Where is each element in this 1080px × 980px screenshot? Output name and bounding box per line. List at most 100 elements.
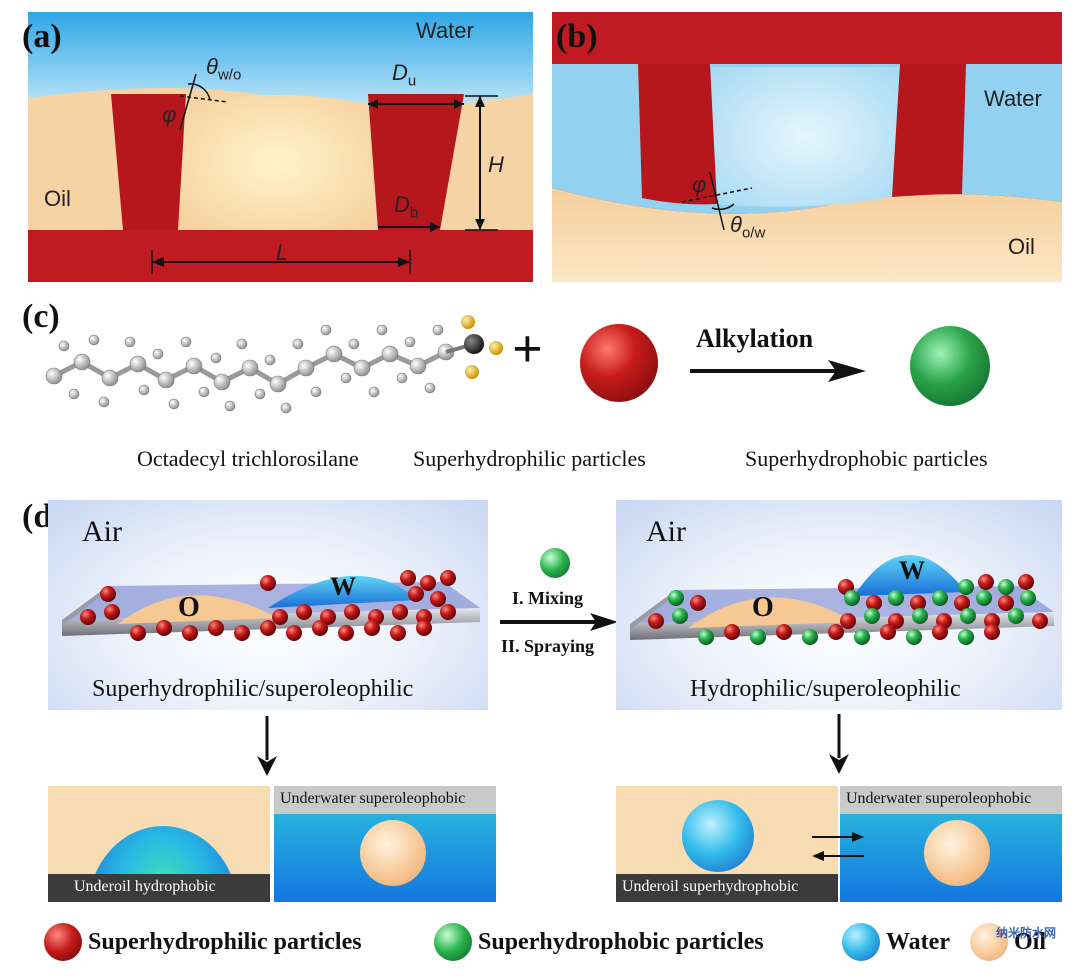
alkylation-label: Alkylation: [696, 324, 814, 353]
panel-a-label: (a): [22, 18, 62, 55]
coating-particle: [648, 613, 664, 629]
coating-particle: [958, 629, 974, 645]
caption-superhydrophilic: Superhydrophilic particles: [413, 446, 646, 471]
coating-particle: [888, 590, 904, 606]
coating-particle: [416, 609, 432, 625]
coating-particle: [976, 590, 992, 606]
coating-particle: [104, 604, 120, 620]
right-coating-illustration: [630, 554, 1054, 645]
coating-particle: [234, 625, 250, 641]
legend-oil: Oil: [970, 922, 1046, 962]
coating-particle: [80, 609, 96, 625]
coating-particle: [364, 620, 380, 636]
panel-a-l-label: L: [276, 240, 289, 265]
coating-particle: [828, 624, 844, 640]
coating-particle: [864, 608, 880, 624]
substrate-bar: [274, 786, 496, 814]
panel-b-label: (b): [556, 18, 598, 55]
coating-particle: [286, 625, 302, 641]
step-mixing-label: I. Mixing: [512, 588, 584, 608]
coating-particle: [844, 590, 860, 606]
coating-particle: [156, 620, 172, 636]
coating-particle: [866, 595, 882, 611]
substrate-bar: [616, 874, 838, 902]
panel-a-water-label: Water: [416, 18, 474, 43]
left-oil-drop-label: O: [178, 592, 200, 623]
coating-particle: [416, 620, 432, 636]
left-down-arrow-icon: [257, 716, 277, 776]
coating-particle: [932, 624, 948, 640]
underoil-superhydrophobic-box: Underoil superhydrophobic: [616, 786, 838, 902]
coating-particle: [880, 624, 896, 640]
coating-particle: [272, 609, 288, 625]
mixing-particle-sphere: [540, 548, 570, 578]
panel-c-label: (c): [22, 298, 60, 335]
right-scene-caption: Hydrophilic/superoleophilic: [690, 676, 961, 702]
panel-a-h-label: H: [488, 152, 504, 177]
coating-particle: [690, 595, 706, 611]
coating-particle: [312, 620, 328, 636]
panel-b-phi-label: φ: [692, 172, 707, 197]
coating-particle: [130, 625, 146, 641]
panel-b-theta-label: θo/w: [730, 212, 766, 242]
right-air-label: Air: [646, 515, 686, 548]
left-water-drop-label: W: [330, 572, 356, 601]
coating-particle: [440, 570, 456, 586]
coating-particle: [100, 586, 116, 602]
caption-superhydrophobic: Superhydrophobic particles: [745, 446, 988, 471]
coating-particle: [208, 620, 224, 636]
coating-particle: [910, 595, 926, 611]
substrate-bar: [840, 786, 1062, 814]
coating-particle: [998, 579, 1014, 595]
panel-a-db-label: Db: [394, 192, 419, 222]
coating-particle: [984, 624, 1000, 640]
right-down-arrow-icon: [829, 714, 849, 774]
underoil-hydrophobic-box: Underoil hydrophobic: [48, 786, 270, 902]
coating-particle: [840, 613, 856, 629]
right-water-drop-label: W: [899, 556, 925, 585]
oil-drop-shape: [924, 820, 990, 886]
oil-drop-shape: [360, 820, 426, 886]
coating-particle: [182, 625, 198, 641]
coating-particle: [1032, 613, 1048, 629]
red-particle-icon: [44, 923, 82, 961]
underwater-superoleophobic-label: Underwater superoleophobic: [280, 790, 466, 807]
step-spraying-label: II. Spraying: [501, 636, 595, 656]
legend-superhydrophobic: Superhydrophobic particles: [434, 922, 764, 962]
left-air-label: Air: [82, 515, 122, 548]
coating-particle: [802, 629, 818, 645]
coating-particle: [420, 575, 436, 591]
underwater-superoleophobic-box-right: Underwater superoleophobic: [840, 786, 1062, 902]
coating-particle: [888, 613, 904, 629]
watermark-text: 纳米防水网: [996, 926, 1057, 940]
underoil-hydrophobic-label: Underoil hydrophobic: [74, 878, 216, 895]
coating-particle: [906, 629, 922, 645]
left-scene-caption: Superhydrophilic/superoleophilic: [92, 676, 414, 702]
oil-drop-icon: [970, 923, 1008, 961]
panel-b-water-label: Water: [984, 86, 1042, 111]
octadecyl-trichlorosilane-molecule: [45, 315, 503, 414]
coating-particle: [750, 629, 766, 645]
coating-particle: [400, 570, 416, 586]
panel-a-du-label: Du: [392, 60, 417, 90]
coating-particle: [1020, 590, 1036, 606]
coating-particle: [1018, 574, 1034, 590]
panel-a-diagram: [28, 12, 533, 282]
left-coating-illustration: [62, 570, 480, 641]
panel-b-oil-label: Oil: [1008, 234, 1035, 259]
substrate-bar: [48, 874, 270, 902]
coating-particle: [440, 604, 456, 620]
water-drop-shape: [682, 800, 754, 872]
coating-particle: [958, 579, 974, 595]
coating-particle: [998, 595, 1014, 611]
alkylation-arrow-icon: [690, 360, 866, 382]
underwater-superoleophobic-label: Underwater superoleophobic: [846, 790, 1032, 807]
coating-particle: [260, 575, 276, 591]
panel-a-phi-label: φ: [162, 102, 177, 127]
water-drop-icon: [842, 923, 880, 961]
green-particle-icon: [434, 923, 472, 961]
coating-particle: [390, 625, 406, 641]
coating-particle: [854, 629, 870, 645]
coating-particle: [338, 625, 354, 641]
coating-particle: [698, 629, 714, 645]
